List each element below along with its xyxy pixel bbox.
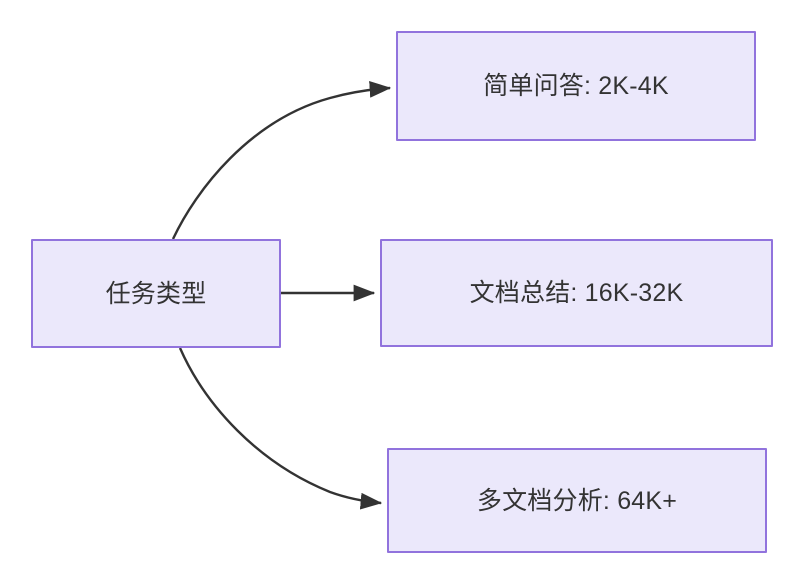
node-simple-qa-label: 简单问答: 2K-4K [483, 72, 669, 100]
edge-root-to-multi-doc [178, 347, 383, 510]
node-multi-doc-label: 多文档分析: 64K+ [476, 486, 678, 515]
edge-root-to-simple-qa [171, 80, 392, 240]
node-doc-summary-label: 文档总结: 16K-32K [469, 279, 684, 307]
node-task-type-label: 任务类型 [105, 279, 207, 308]
node-multi-doc[interactable]: 多文档分析: 64K+ [387, 448, 767, 553]
node-simple-qa[interactable]: 简单问答: 2K-4K [396, 31, 756, 141]
node-doc-summary[interactable]: 文档总结: 16K-32K [380, 239, 773, 347]
node-task-type[interactable]: 任务类型 [31, 239, 281, 348]
